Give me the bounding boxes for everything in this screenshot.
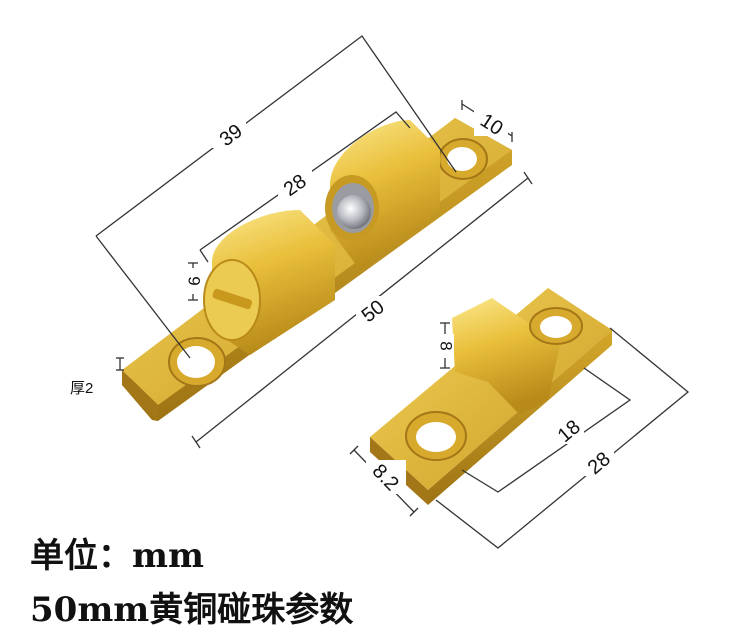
screw-slot — [212, 288, 253, 310]
catch-barrel-front — [203, 210, 335, 355]
catch-barrel-rear — [325, 120, 440, 270]
dimension-lines — [95, 35, 690, 549]
ball-catch — [122, 118, 512, 421]
dim-thickness: 厚2 — [70, 380, 93, 397]
dim-strike-height: 8 — [437, 341, 456, 350]
steel-ball — [337, 195, 371, 229]
catch-mount-hole-left — [168, 337, 226, 387]
dim-barrel-diameter: 9 — [185, 276, 204, 285]
unit-caption: 单位：mm — [30, 536, 204, 576]
strike-plate — [370, 288, 612, 505]
strike-hole-right — [529, 307, 583, 345]
catch-mount-hole-right — [438, 138, 488, 180]
product-title: 50mm黄铜碰珠参数 — [30, 590, 354, 630]
strike-hole-left — [405, 411, 467, 461]
